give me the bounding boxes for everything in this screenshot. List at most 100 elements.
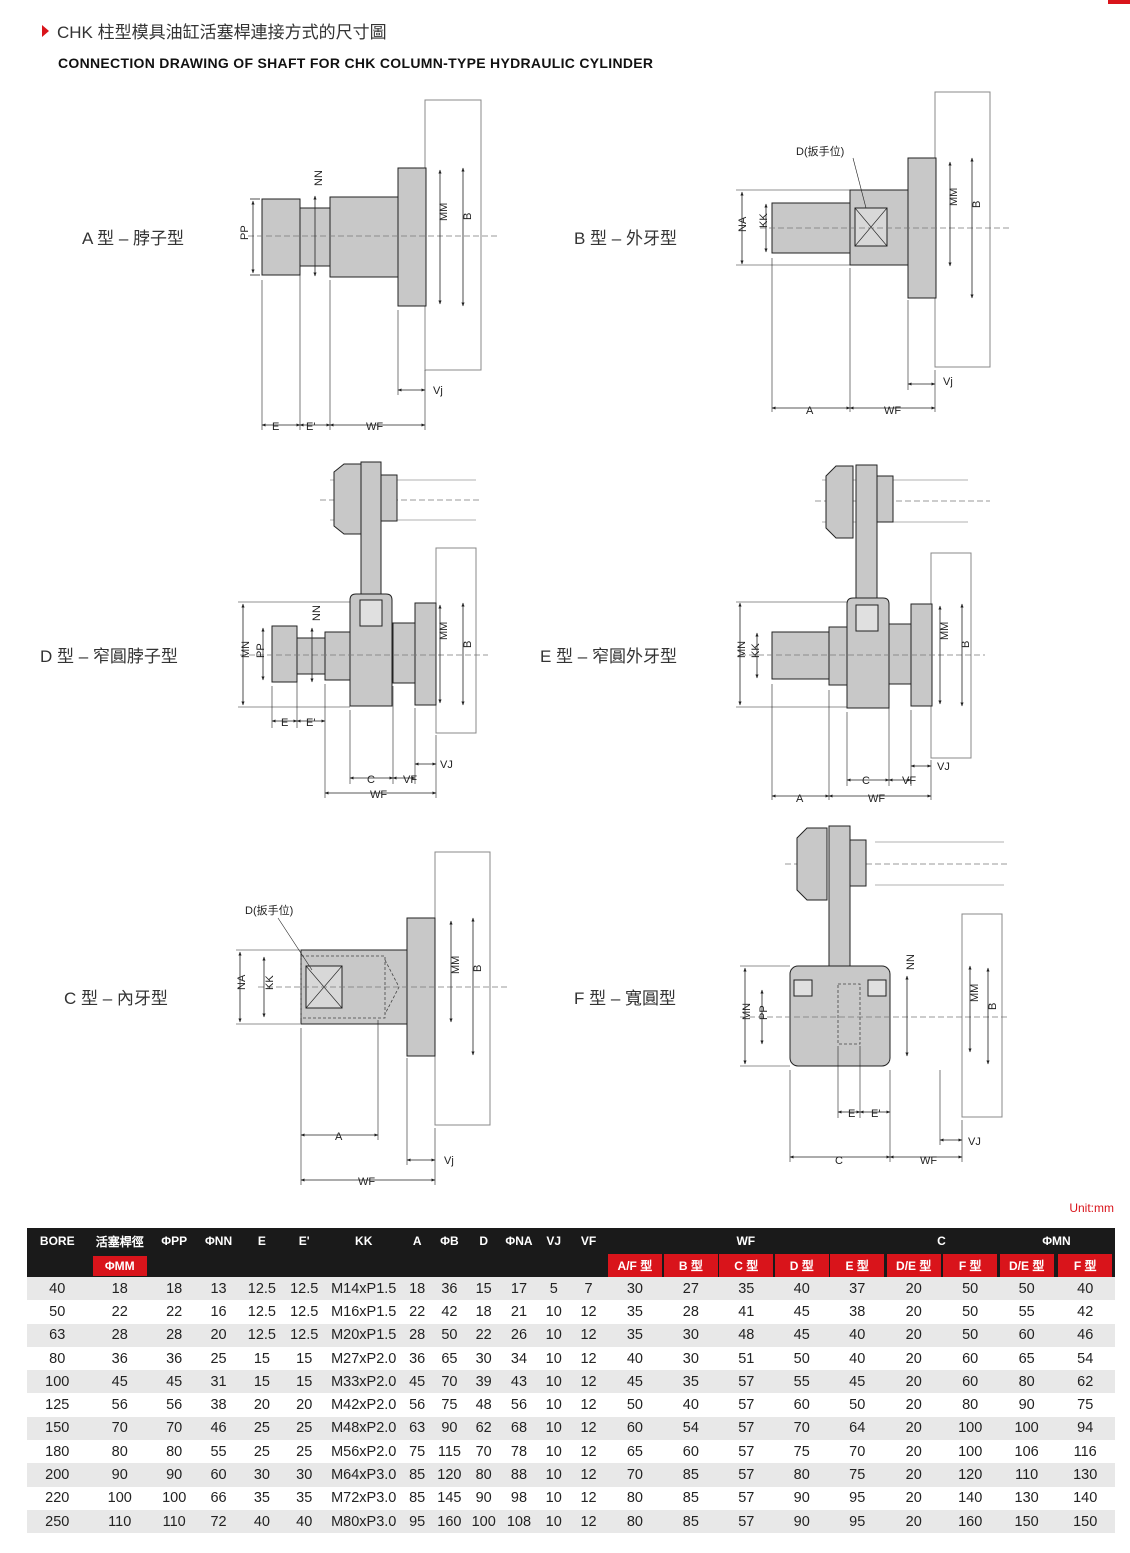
table-cell: 70 — [606, 1463, 664, 1487]
table-cell: 80 — [774, 1463, 830, 1487]
dim-mm: MM — [450, 956, 462, 974]
table-cell: 150 — [997, 1509, 1056, 1534]
table-cell: 50 — [942, 1300, 998, 1324]
table-cell: 30 — [466, 1346, 501, 1371]
table-cell: 25 — [240, 1440, 284, 1464]
table-cell: 85 — [663, 1463, 719, 1487]
dim-kk: KK — [758, 213, 770, 228]
th-c: C — [884, 1228, 998, 1254]
th-sub-rod: ΦMM — [92, 1255, 147, 1276]
table-cell: 106 — [997, 1440, 1056, 1464]
table-cell: M20xP1.5 — [325, 1323, 403, 1347]
table-cell: 36 — [432, 1277, 467, 1301]
table-cell: 130 — [1055, 1463, 1115, 1487]
table-cell: 12 — [570, 1393, 607, 1417]
table-cell: 60 — [774, 1393, 830, 1417]
table-cell: 70 — [87, 1416, 152, 1441]
table-cell: 130 — [997, 1486, 1056, 1510]
table-cell: 90 — [152, 1463, 197, 1487]
table-cell: 150 — [1055, 1509, 1115, 1534]
table-cell: 22 — [87, 1300, 152, 1324]
unit-label: Unit:mm — [1069, 1201, 1114, 1215]
table-cell: 36 — [402, 1346, 433, 1371]
th-nn: ΦNN — [196, 1228, 241, 1254]
table-cell: 20 — [196, 1323, 241, 1347]
dim-vj: Vj — [943, 376, 953, 388]
dim-mm: MM — [939, 622, 951, 640]
table-cell: 62 — [1055, 1370, 1115, 1394]
table-cell: 12.5 — [240, 1277, 284, 1301]
table-cell: 85 — [402, 1486, 433, 1510]
dim-nn: NN — [311, 605, 323, 621]
dim-b: B — [960, 641, 972, 648]
table-cell: 100 — [942, 1440, 998, 1464]
dim-vj: Vj — [433, 385, 443, 397]
table-cell: 57 — [718, 1370, 775, 1394]
th-e2: E' — [283, 1228, 326, 1254]
table-cell: 57 — [718, 1416, 775, 1441]
table-cell: 26 — [500, 1323, 538, 1347]
th-sub-wf-e: E 型 — [830, 1254, 885, 1277]
table-cell: 140 — [1055, 1486, 1115, 1510]
table-cell: 12 — [570, 1486, 607, 1510]
th-vf: VF — [570, 1228, 607, 1254]
page-subtitle: CONNECTION DRAWING OF SHAFT FOR CHK COLU… — [58, 55, 654, 71]
diagram-c: D(扳手位) NA KK MM B A Vj WF — [236, 851, 510, 1188]
dim-wf: WF — [366, 421, 383, 433]
table-cell: 45 — [829, 1370, 885, 1394]
dim-e: E — [848, 1108, 855, 1120]
th-b: ΦB — [432, 1228, 467, 1254]
dim-vj: VJ — [968, 1136, 981, 1148]
table-cell: 110 — [997, 1463, 1056, 1487]
dim-mm: MM — [948, 188, 960, 206]
table-cell: 20 — [884, 1346, 943, 1371]
table-cell: 40 — [1055, 1277, 1115, 1301]
table-cell: 85 — [663, 1486, 719, 1510]
table-cell: 20 — [884, 1393, 943, 1417]
type-f-label: F 型 – 寬圓型 — [574, 989, 677, 1008]
dim-d-wrench: D(扳手位) — [245, 903, 293, 917]
table-cell: 20 — [884, 1300, 943, 1324]
table-cell: 45 — [606, 1370, 664, 1394]
table-cell: 28 — [402, 1323, 433, 1347]
dim-e: E — [281, 717, 288, 729]
table-cell: 50 — [942, 1277, 998, 1301]
table-cell: 40 — [606, 1346, 664, 1371]
dim-pp: PP — [239, 225, 251, 240]
table-cell: 57 — [718, 1486, 775, 1510]
table-cell: 10 — [537, 1486, 571, 1510]
table-cell: 16 — [196, 1300, 241, 1324]
table-cell: 36 — [152, 1346, 197, 1371]
table-cell: 65 — [606, 1440, 664, 1464]
table-cell: 50 — [997, 1277, 1056, 1301]
table-cell: 50 — [942, 1323, 998, 1347]
th-sub-c-de: D/E 型 — [886, 1254, 941, 1277]
table-cell: 57 — [718, 1509, 775, 1534]
table-cell: 160 — [432, 1509, 467, 1534]
table-cell: M64xP3.0 — [325, 1463, 403, 1487]
table-cell: 12.5 — [283, 1323, 326, 1347]
table-cell: 10 — [537, 1509, 571, 1534]
table-cell: 36 — [87, 1346, 152, 1371]
type-c-label: C 型 – 內牙型 — [64, 989, 168, 1008]
dim-nn: NN — [905, 954, 917, 970]
table-cell: 90 — [774, 1509, 830, 1534]
table-cell: 75 — [402, 1440, 433, 1464]
table-cell: 56 — [402, 1393, 433, 1417]
th-sub-wf-c: C 型 — [719, 1254, 774, 1277]
table-subheader-row: ΦMM A/F 型 B 型 C 型 D 型 E 型 D/E 型 F 型 D/E … — [27, 1254, 1115, 1277]
table-cell: 60 — [942, 1370, 998, 1394]
table-cell: 50 — [606, 1393, 664, 1417]
table-cell: 42 — [432, 1300, 467, 1324]
table-cell: 150 — [27, 1416, 88, 1441]
table-cell: 10 — [537, 1440, 571, 1464]
table-cell: 64 — [829, 1416, 885, 1441]
th-wf: WF — [606, 1228, 885, 1254]
table-cell: M42xP2.0 — [325, 1393, 403, 1417]
table-cell: 30 — [240, 1463, 284, 1487]
table-cell: 10 — [537, 1463, 571, 1487]
table-cell: 160 — [942, 1509, 998, 1534]
